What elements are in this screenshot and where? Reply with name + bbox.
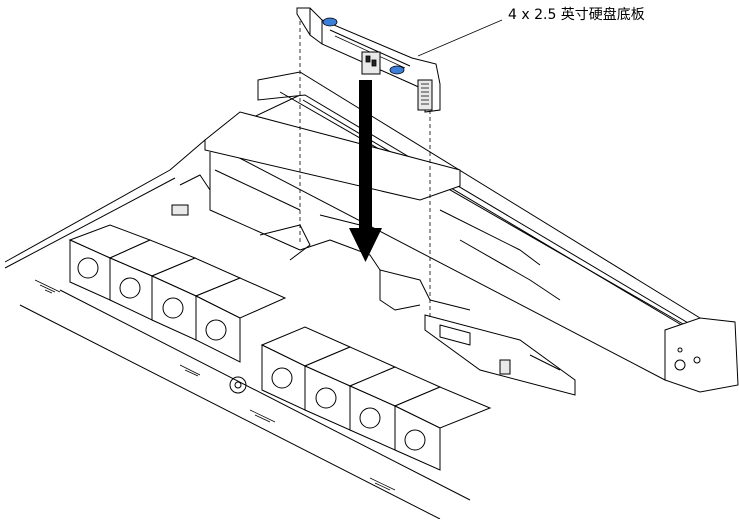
- backplane-callout-label: 4 x 2.5 英寸硬盘底板: [508, 7, 645, 23]
- release-latch-right: [389, 65, 405, 75]
- power-supply-cage: [171, 111, 461, 251]
- down-arrow-icon: [349, 80, 382, 262]
- air-baffle: [259, 209, 561, 311]
- fan-module: [194, 277, 287, 363]
- installed-backplane: [424, 314, 576, 396]
- callout-leader: [417, 19, 503, 57]
- fan-modules: [34, 224, 492, 491]
- release-latch-left: [322, 17, 338, 27]
- fan-module: [68, 224, 152, 301]
- backplane-component: [296, 7, 441, 113]
- alignment-guides: [299, 14, 431, 320]
- fan-module: [108, 239, 197, 321]
- fan-module: [393, 386, 492, 471]
